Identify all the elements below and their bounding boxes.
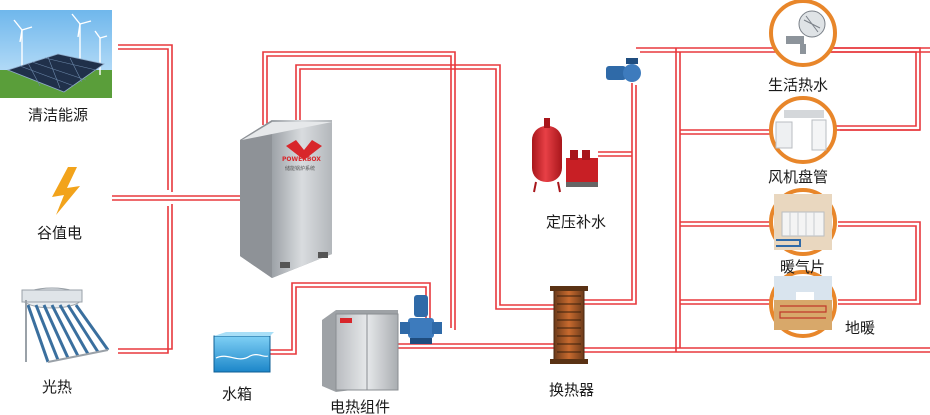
solar-heater-image: [21, 287, 110, 363]
label-floor-heating: 地暖: [845, 319, 876, 337]
label-pressure-makeup: 定压补水: [546, 213, 607, 231]
label-radiator: 暖气片: [780, 258, 826, 276]
lightning-icon: [52, 167, 80, 215]
cabinet-brand: POWERBOX: [282, 156, 321, 163]
label-domestic-hot-water: 生活热水: [768, 76, 829, 94]
electric-heating-image: [322, 310, 399, 392]
terminal-radiator: [769, 188, 837, 256]
circulation-pump: [400, 295, 442, 344]
label-electric-heating: 电热组件: [330, 398, 391, 415]
system-pump: [606, 58, 641, 82]
pressure-makeup-unit: [532, 118, 598, 193]
terminal-floor-heating: [769, 270, 837, 338]
heat-exchanger-image: [550, 286, 588, 364]
clean-energy-image: [0, 10, 112, 98]
cabinet-subtitle: 储能锅炉系统: [285, 166, 316, 172]
terminal-fan-coil: [769, 96, 837, 164]
label-clean-energy: 清洁能源: [28, 106, 89, 124]
water-tank-image: [213, 332, 274, 373]
pipe-network: [112, 44, 930, 355]
label-heat-exchanger: 换热器: [549, 381, 595, 399]
label-fan-coil: 风机盘管: [768, 168, 829, 186]
powerbox-cabinet: [240, 120, 332, 278]
label-valley-power: 谷值电: [37, 224, 83, 242]
label-solar-thermal: 光热: [42, 378, 73, 396]
label-water-tank: 水箱: [222, 385, 253, 403]
terminal-domestic-hot-water: [769, 0, 837, 67]
